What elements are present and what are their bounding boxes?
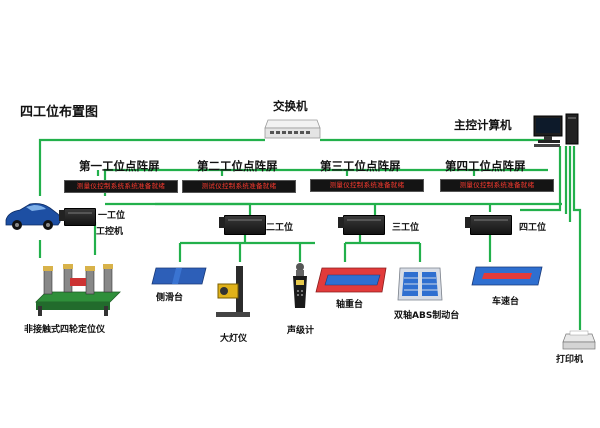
axle-weight-label: 轴重台 bbox=[336, 300, 364, 310]
led-screen-1: 测量仪控制系统系统准备就绪 bbox=[64, 180, 178, 193]
printer-label: 打印机 bbox=[556, 355, 584, 365]
station-4-pc-icon bbox=[465, 215, 512, 235]
wheel-aligner-icon bbox=[30, 258, 124, 318]
speed-platform-label: 车速台 bbox=[492, 297, 520, 307]
main-pc-label: 主控计算机 bbox=[454, 118, 512, 132]
main-pc-icon bbox=[532, 112, 582, 148]
station-1-label: 一工位 bbox=[98, 211, 126, 221]
led-screen-1-label: 第一工位点阵屏 bbox=[79, 159, 160, 173]
station-2-label: 二工位 bbox=[266, 223, 294, 233]
axle-weight-icon bbox=[314, 266, 390, 296]
switch-label: 交换机 bbox=[273, 99, 308, 113]
led-screen-4: 测量仪控制系统准备就绪 bbox=[440, 179, 554, 192]
led-screen-3-label: 第三工位点阵屏 bbox=[320, 159, 401, 173]
led-screen-2-label: 第二工位点阵屏 bbox=[197, 159, 278, 173]
wheel-aligner-label: 非接触式四轮定位仪 bbox=[24, 325, 106, 335]
sound-meter-icon bbox=[290, 262, 310, 310]
network-switch-icon bbox=[264, 118, 321, 139]
station-1-pc-label: 工控机 bbox=[96, 227, 124, 237]
speed-platform-icon bbox=[470, 265, 546, 287]
diagram-title: 四工位布置图 bbox=[20, 105, 99, 120]
side-slip-icon bbox=[150, 266, 210, 286]
station-4-label: 四工位 bbox=[519, 223, 547, 233]
printer-icon bbox=[562, 330, 596, 350]
led-screen-3: 测量仪控制系统准备就绪 bbox=[310, 179, 424, 192]
led-screen-4-label: 第四工位点阵屏 bbox=[445, 159, 526, 173]
abs-brake-label: 双轴ABS制动台 bbox=[394, 311, 460, 321]
station-2-pc-icon bbox=[219, 215, 266, 235]
station-1-pc-icon bbox=[59, 208, 96, 226]
printer-wire bbox=[572, 146, 582, 330]
side-slip-label: 侧滑台 bbox=[156, 293, 184, 303]
headlamp-label: 大灯仪 bbox=[220, 334, 248, 344]
station-3-pc-icon bbox=[338, 215, 385, 235]
led-screen-2: 测试仪控制系统准备就绪 bbox=[182, 180, 296, 193]
abs-brake-icon bbox=[396, 266, 444, 302]
station-3-label: 三工位 bbox=[392, 223, 420, 233]
headlamp-tester-icon bbox=[212, 264, 254, 320]
trunk-wire bbox=[38, 138, 265, 196]
sound-meter-label: 声级计 bbox=[287, 326, 315, 336]
car-icon bbox=[2, 200, 62, 232]
